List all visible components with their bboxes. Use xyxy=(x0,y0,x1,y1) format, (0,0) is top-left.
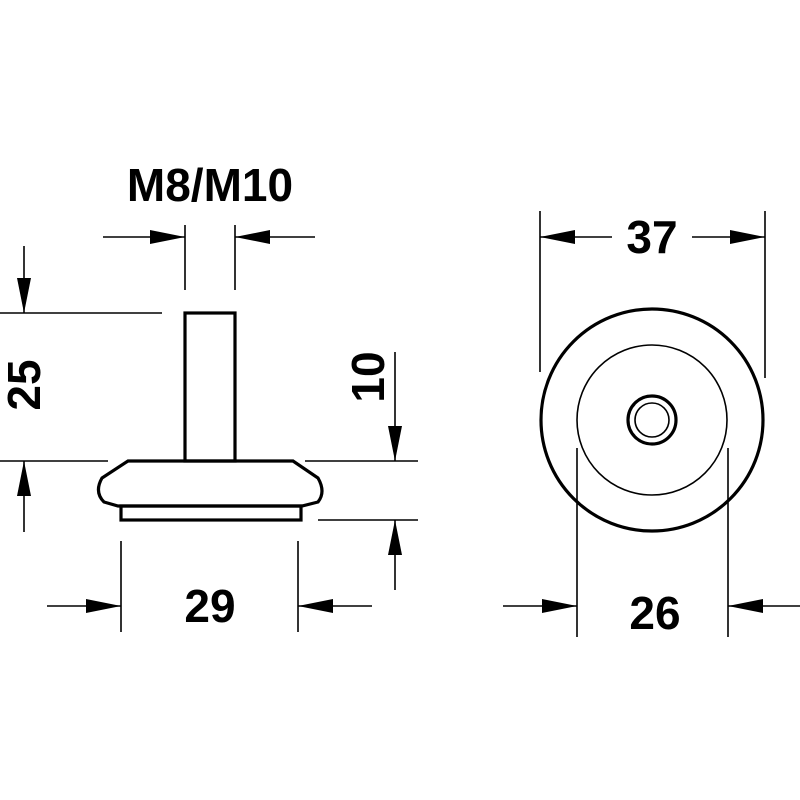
diameter-26-dimension: 26 xyxy=(503,448,800,639)
arrow-left-icon xyxy=(298,599,333,613)
height-25-label: 25 xyxy=(0,359,50,410)
thread-dimension: M8/M10 xyxy=(103,159,315,290)
glide-base xyxy=(96,459,324,508)
arrow-right-icon xyxy=(86,599,121,613)
diameter-37-dimension: 37 xyxy=(539,211,766,378)
thread-label: M8/M10 xyxy=(127,159,293,211)
top-view xyxy=(539,307,765,533)
threaded-stem xyxy=(183,311,237,463)
diameter-37-label: 37 xyxy=(626,211,677,263)
height-10-label: 10 xyxy=(342,351,394,402)
arrow-down-icon xyxy=(17,278,31,313)
arrow-left-icon xyxy=(728,599,763,613)
arrow-right-icon xyxy=(150,230,185,244)
outer-disc xyxy=(539,307,765,533)
arrow-down-icon xyxy=(388,426,402,461)
inner-disc xyxy=(576,344,728,496)
width-29-label: 29 xyxy=(184,580,235,632)
side-view xyxy=(96,311,324,522)
thread-hole-inner xyxy=(634,402,670,438)
height-10-dimension: 10 xyxy=(305,351,418,590)
arrow-right-icon xyxy=(730,230,765,244)
arrow-up-icon xyxy=(17,461,31,496)
thread-hole-outer xyxy=(626,394,678,446)
arrow-up-icon xyxy=(388,520,402,555)
arrow-left-icon xyxy=(235,230,270,244)
width-29-dimension: 29 xyxy=(47,541,372,632)
arrow-right-icon xyxy=(542,599,577,613)
felt-pad xyxy=(119,504,303,522)
arrow-left-icon xyxy=(540,230,575,244)
diameter-26-label: 26 xyxy=(629,587,680,639)
height-25-dimension: 25 xyxy=(0,246,162,532)
